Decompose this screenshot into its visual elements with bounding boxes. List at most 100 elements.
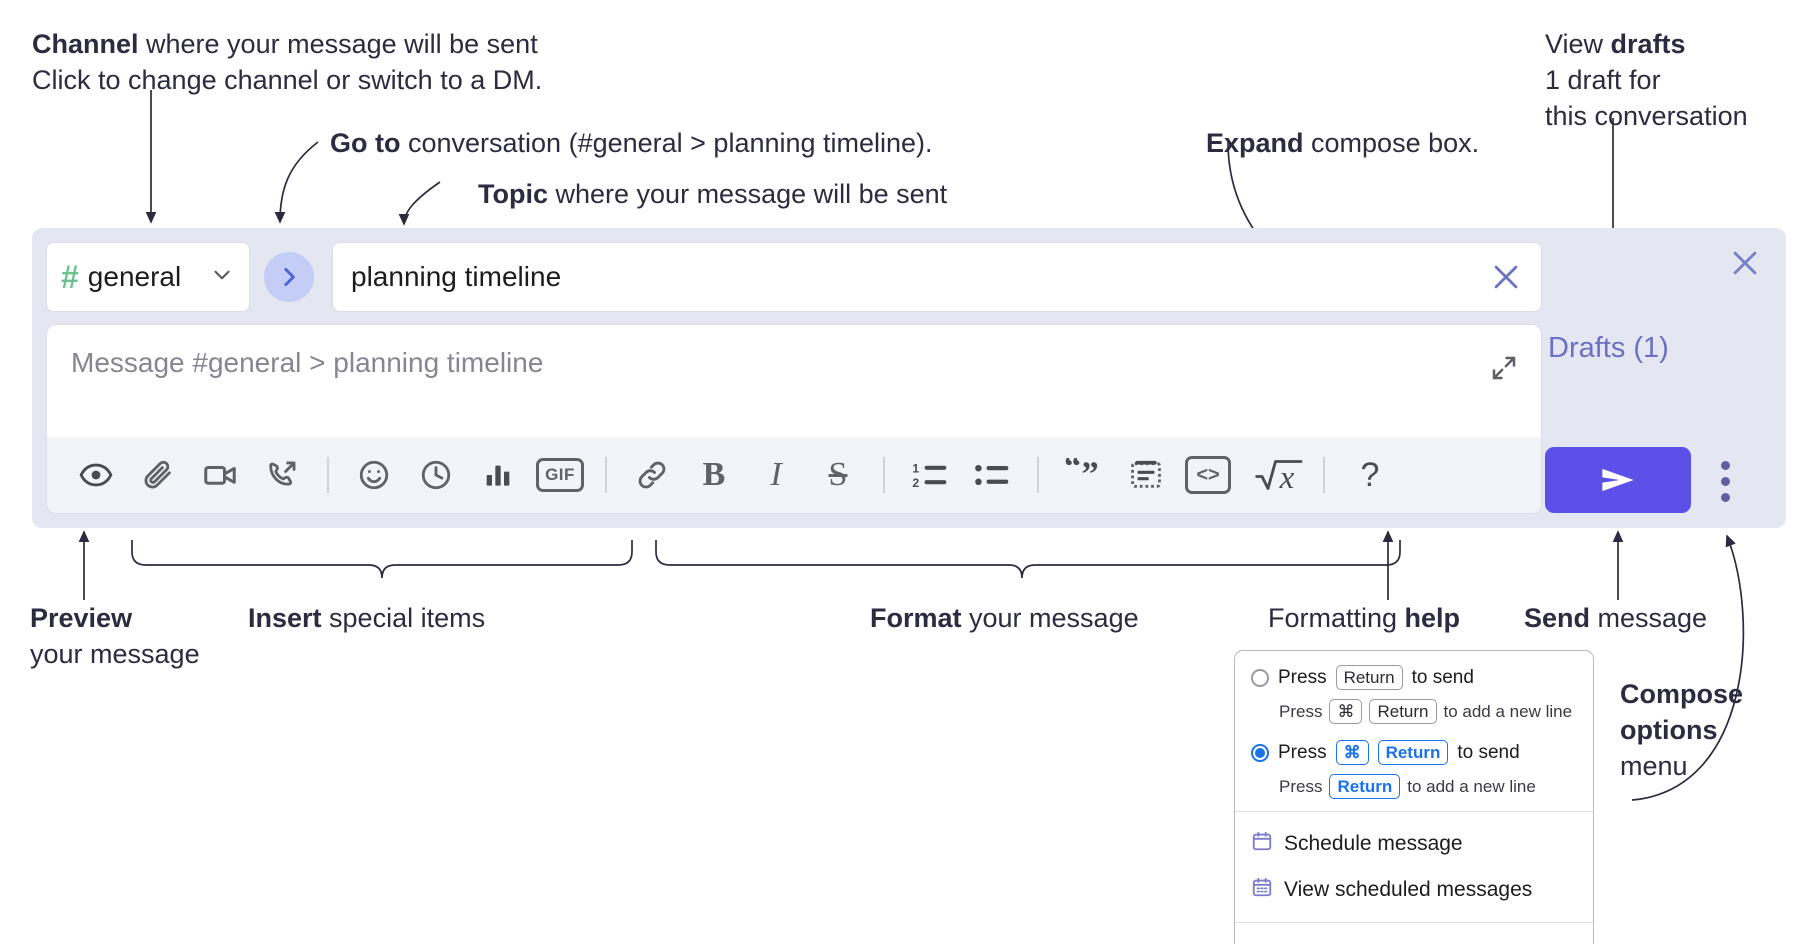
annotation-compose-options-1: Compose xyxy=(1620,676,1743,712)
menu-divider xyxy=(1235,811,1593,812)
toolbar-divider xyxy=(1323,457,1325,493)
italic-label: I xyxy=(770,456,782,493)
send-option-cmd-return[interactable]: Press ⌘ Return to send xyxy=(1251,740,1577,765)
send-preference-section: Press Return to send Press ⌘ Return to a… xyxy=(1235,651,1593,811)
annotation-compose-options-bold1: Compose xyxy=(1620,679,1744,709)
annotation-goto-rest: conversation (#general > planning timeli… xyxy=(400,128,933,158)
send-option-return-suffix: to send xyxy=(1411,666,1474,688)
message-box: Message #general > planning timeline xyxy=(46,324,1542,514)
calendar-schedule-icon xyxy=(1251,830,1273,858)
key-command: ⌘ xyxy=(1329,699,1363,724)
expand-compose-icon[interactable] xyxy=(1489,353,1519,383)
annotation-topic-rest: where your message will be sent xyxy=(548,179,948,209)
math-icon[interactable]: x xyxy=(1246,451,1303,499)
kebab-dot xyxy=(1720,476,1730,486)
video-clip-icon[interactable] xyxy=(196,451,244,499)
message-input[interactable]: Message #general > planning timeline xyxy=(47,325,1541,438)
annotation-channel-sub: Click to change channel or switch to a D… xyxy=(32,65,543,95)
go-to-conversation-button[interactable] xyxy=(264,252,314,302)
code-icon[interactable]: <> xyxy=(1184,451,1232,499)
save-draft-group: Save draft and start a new message xyxy=(1235,923,1593,944)
channel-picker[interactable]: # general xyxy=(46,242,250,312)
hint-press: Press xyxy=(1279,776,1323,796)
compose-options-kebab[interactable] xyxy=(1710,452,1740,510)
annotation-send-rest: message xyxy=(1590,603,1708,633)
hint-suffix: to add a new line xyxy=(1407,776,1536,796)
close-compose-icon[interactable] xyxy=(1728,246,1762,280)
send-option-cmd-press: Press xyxy=(1278,741,1327,763)
clock-icon[interactable] xyxy=(412,451,460,499)
menu-item-view-scheduled[interactable]: View scheduled messages xyxy=(1235,867,1593,913)
message-placeholder: Message #general > planning timeline xyxy=(71,347,544,378)
annotation-format-bold: Format xyxy=(870,603,962,633)
kebab-dot xyxy=(1720,492,1730,502)
menu-item-label: Schedule message xyxy=(1284,832,1463,855)
math-label: x xyxy=(1279,460,1295,496)
clear-topic-icon[interactable] xyxy=(1489,260,1523,294)
annotation-expand-bold: Expand xyxy=(1206,128,1304,158)
radio-cmd-return[interactable] xyxy=(1251,743,1269,762)
code-block-icon[interactable] xyxy=(1122,451,1170,499)
drafts-link[interactable]: Drafts (1) xyxy=(1548,332,1669,364)
annotation-help: Formatting help xyxy=(1268,600,1460,636)
send-message-button[interactable] xyxy=(1545,447,1691,513)
bold-icon[interactable]: B xyxy=(690,451,738,499)
annotation-expand: Expand compose box. xyxy=(1206,125,1479,161)
formatting-help-icon[interactable]: ? xyxy=(1360,455,1380,494)
send-option-return-hint: Press ⌘ Return to add a new line xyxy=(1279,699,1577,724)
italic-icon[interactable]: I xyxy=(752,451,800,499)
link-icon[interactable] xyxy=(628,451,676,499)
topic-field[interactable]: planning timeline xyxy=(332,242,1542,312)
annotation-drafts-plain: View xyxy=(1545,29,1611,59)
chevron-down-icon xyxy=(209,262,235,293)
gif-label: GIF xyxy=(536,458,584,492)
annotation-drafts-bold: drafts xyxy=(1610,29,1686,59)
annotation-preview-bold: Preview xyxy=(30,603,133,633)
channel-name: general xyxy=(87,261,182,292)
menu-item-save-draft[interactable]: Save draft and start a new message xyxy=(1235,932,1593,944)
bulleted-list-icon[interactable] xyxy=(968,451,1016,499)
bold-label: B xyxy=(702,456,726,493)
gif-icon[interactable]: GIF xyxy=(536,451,584,499)
schedule-group: Schedule message View scheduled messages xyxy=(1235,812,1593,922)
compose-panel: # general planning timeline xyxy=(32,228,1786,528)
topic-value: planning timeline xyxy=(351,261,562,292)
menu-item-label: View scheduled messages xyxy=(1284,878,1533,901)
radio-return[interactable] xyxy=(1251,668,1269,687)
annotation-expand-rest: compose box. xyxy=(1303,128,1480,158)
annotation-compose-options-3: menu xyxy=(1620,751,1688,781)
svg-text:1: 1 xyxy=(912,461,919,475)
poll-icon[interactable] xyxy=(474,451,522,499)
send-option-return[interactable]: Press Return to send xyxy=(1251,665,1577,690)
annotation-drafts-sub1: 1 draft for xyxy=(1545,65,1661,95)
key-return: Return xyxy=(1369,699,1437,724)
annotation-compose-options-2: options xyxy=(1620,712,1717,748)
key-return: Return xyxy=(1335,665,1403,690)
menu-item-schedule-message[interactable]: Schedule message xyxy=(1235,817,1593,867)
compose-header-row: # general planning timeline xyxy=(46,242,1542,312)
attachment-icon[interactable] xyxy=(134,451,182,499)
strikethrough-icon[interactable]: S xyxy=(814,451,862,499)
key-return: Return xyxy=(1377,740,1449,765)
annotation-help-plain: Formatting xyxy=(1268,603,1405,633)
annotation-preview: Preview xyxy=(30,600,132,636)
preview-icon[interactable] xyxy=(72,451,120,499)
annotation-insert: Insert special items xyxy=(248,600,485,636)
toolbar-divider xyxy=(327,457,329,493)
annotation-help-bold: help xyxy=(1404,603,1461,633)
svg-text:2: 2 xyxy=(912,476,919,490)
strikethrough-label: S xyxy=(828,456,848,493)
annotation-channel-rest: where your message will be sent xyxy=(138,29,538,59)
emoji-icon[interactable] xyxy=(350,451,398,499)
blockquote-icon[interactable]: “” xyxy=(1060,451,1108,499)
key-return: Return xyxy=(1329,774,1401,799)
toolbar-divider xyxy=(883,457,885,493)
audio-clip-icon[interactable] xyxy=(258,451,306,499)
annotation-send-bold: Send xyxy=(1524,603,1591,633)
menu-divider xyxy=(1235,922,1593,923)
annotation-drafts-sub2: this conversation xyxy=(1545,101,1748,131)
annotation-preview-sub: your message xyxy=(30,639,200,669)
annotation-insert-bold: Insert xyxy=(248,603,322,633)
compose-options-menu: Press Return to send Press ⌘ Return to a… xyxy=(1234,650,1594,944)
